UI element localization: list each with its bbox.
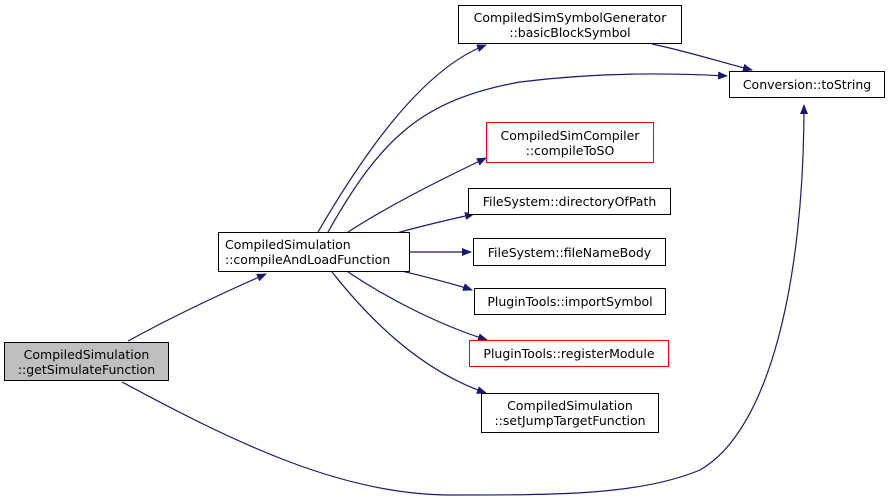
node-compiletoso-line2: ::compileToSO <box>525 142 615 158</box>
edge-compileAndLoadFunction-registerModule <box>347 271 488 342</box>
edge-compileAndLoadFunction-setJumpTargetFunction <box>331 271 487 394</box>
node-registermodule[interactable]: PluginTools::registerModule <box>469 340 669 367</box>
node-setjumptargetfunction-line2: ::setJumpTargetFunction <box>494 413 646 428</box>
edge-compileAndLoadFunction-basicBlockSymbol <box>317 44 487 233</box>
edge-compileAndLoadFunction-importSymbol <box>397 269 473 291</box>
node-basicblocksymbol[interactable]: CompiledSimSymbolGenerator ::basicBlockS… <box>458 5 682 44</box>
node-getsimulatefunction-line1: CompiledSimulation <box>23 346 150 362</box>
node-directoryofpath-line1: FileSystem::directoryOfPath <box>482 194 657 209</box>
edge-getSimulateFunction-toString <box>121 104 808 496</box>
node-compiletoso-line1: CompiledSimCompiler <box>500 127 640 143</box>
node-getsimulatefunction: CompiledSimulation ::getSimulateFunction <box>4 342 169 381</box>
node-basicblocksymbol-line1: CompiledSimSymbolGenerator <box>473 9 667 25</box>
edge-basicBlockSymbol-toString <box>651 43 753 72</box>
node-tostring-line1: Conversion::toString <box>742 77 872 92</box>
node-filenamebody[interactable]: FileSystem::fileNameBody <box>473 238 666 266</box>
node-compileandloadfunction[interactable]: CompiledSimulation ::compileAndLoadFunct… <box>218 232 410 272</box>
node-getsimulatefunction-line2: ::getSimulateFunction <box>17 361 156 377</box>
node-importsymbol-line1: PluginTools::importSymbol <box>487 294 653 309</box>
node-compileandloadfunction-line1: CompiledSimulation <box>225 237 351 252</box>
node-filenamebody-line1: FileSystem::fileNameBody <box>487 244 652 260</box>
node-tostring[interactable]: Conversion::toString <box>729 71 885 98</box>
node-setjumptargetfunction[interactable]: CompiledSimulation ::setJumpTargetFuncti… <box>481 393 659 433</box>
node-importsymbol[interactable]: PluginTools::importSymbol <box>474 288 666 315</box>
node-compileandloadfunction-line2: ::compileAndLoadFunction <box>225 252 391 267</box>
edge-compileAndLoadFunction-compileToSO <box>347 157 487 233</box>
node-directoryofpath[interactable]: FileSystem::directoryOfPath <box>468 188 671 215</box>
node-registermodule-line1: PluginTools::registerModule <box>483 346 655 361</box>
node-setjumptargetfunction-line1: CompiledSimulation <box>507 398 633 413</box>
edge-getSimulateFunction-compileAndLoadFunction <box>127 273 267 342</box>
edge-compileAndLoadFunction-toString <box>327 71 728 233</box>
node-basicblocksymbol-line2: ::basicBlockSymbol <box>509 24 631 40</box>
node-compiletoso[interactable]: CompiledSimCompiler ::compileToSO <box>486 122 654 163</box>
